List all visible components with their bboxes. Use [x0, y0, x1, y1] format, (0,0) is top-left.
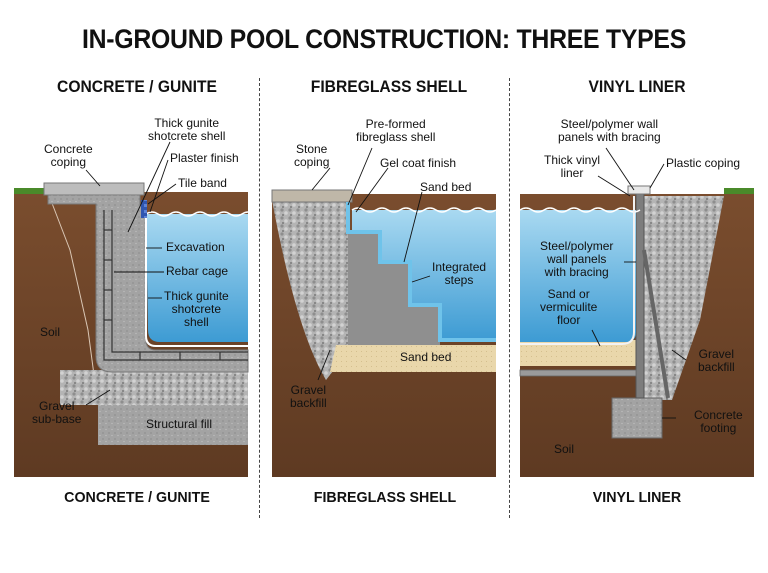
label-wall-panels: Steel/polymer wall panels with bracing [540, 240, 613, 279]
label-wall-panels-top: Steel/polymer wall panels with bracing [558, 118, 661, 144]
label-gravel-backfill: Gravel backfill [698, 348, 735, 374]
panel-fibreglass [272, 190, 496, 477]
label-plastic-coping: Plastic coping [666, 157, 740, 170]
column-divider [259, 78, 260, 518]
gravel-sub-base [60, 370, 248, 405]
concrete-coping [44, 183, 144, 195]
label-rebar-cage: Rebar cage [166, 265, 228, 278]
column-caption-fibreglass: FIBREGLASS SHELL [266, 489, 504, 506]
grass [724, 188, 754, 194]
label-plaster-finish: Plaster finish [170, 152, 239, 165]
label-excavation: Excavation [166, 241, 225, 254]
label-structural-fill: Structural fill [146, 418, 212, 431]
column-caption-vinyl: VINYL LINER [518, 489, 756, 506]
wall-panel [636, 192, 644, 398]
label-soil: Soil [554, 443, 574, 456]
label-soil: Soil [40, 326, 60, 339]
label-integrated-steps: Integrated steps [432, 261, 486, 287]
label-sand-bed: Sand bed [400, 351, 451, 364]
label-sand-bed-top: Sand bed [420, 181, 471, 194]
label-preformed-shell: Pre-formed fibreglass shell [356, 118, 435, 144]
stone-coping [272, 190, 352, 202]
column-divider [509, 78, 510, 518]
column-title-vinyl: VINYL LINER [522, 77, 752, 97]
page-title: IN-GROUND POOL CONSTRUCTION: THREE TYPES [31, 24, 738, 55]
label-gel-coat: Gel coat finish [380, 157, 456, 170]
label-concrete-coping: Concrete coping [44, 143, 93, 169]
label-stone-coping: Stone coping [294, 143, 329, 169]
column-title-concrete: CONCRETE / GUNITE [22, 77, 252, 97]
label-vermiculite-floor: Sand or vermiculite floor [540, 288, 597, 327]
label-vinyl-liner: Thick vinyl liner [544, 154, 600, 180]
plastic-coping [628, 186, 650, 194]
column-caption-concrete: CONCRETE / GUNITE [18, 489, 256, 506]
label-concrete-footing: Concrete footing [694, 409, 743, 435]
label-gunite-shell-2: Thick gunite shotcrete shell [164, 290, 229, 329]
label-gunite-shell: Thick gunite shotcrete shell [148, 117, 225, 143]
label-gravel-backfill: Gravel backfill [290, 384, 327, 410]
label-tile-band: Tile band [178, 177, 227, 190]
column-title-fibreglass: FIBREGLASS SHELL [274, 77, 504, 97]
label-gravel-sub-base: Gravel sub-base [32, 400, 81, 426]
concrete-footing [612, 398, 662, 438]
